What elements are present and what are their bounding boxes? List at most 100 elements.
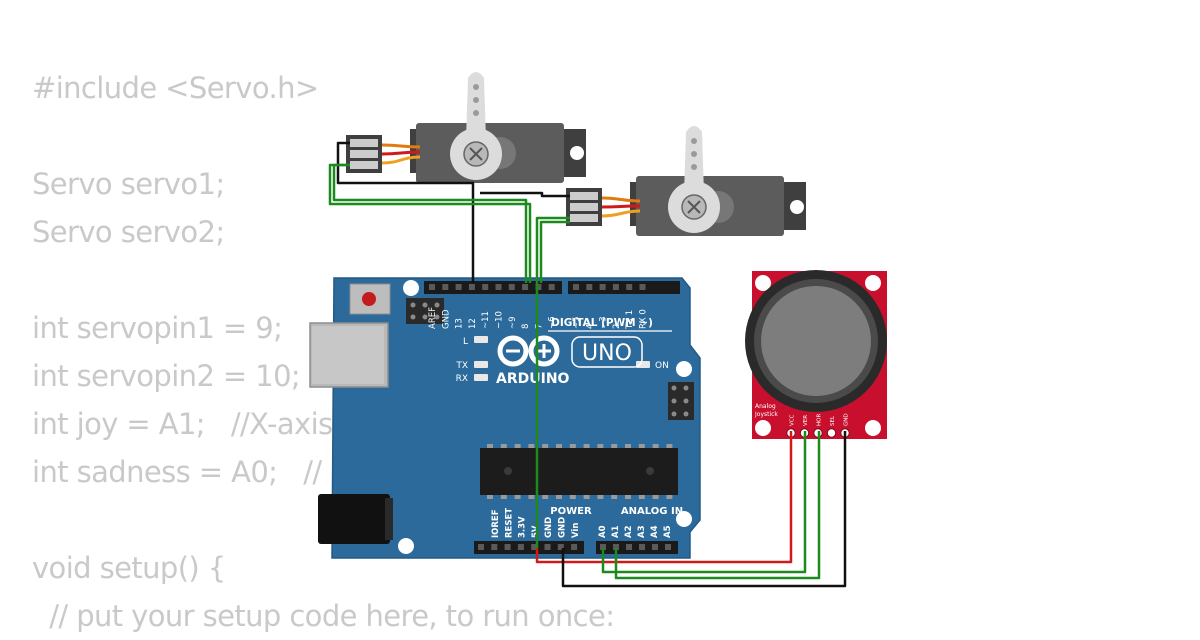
icsp-header-right bbox=[668, 382, 694, 420]
digital-pin-label: TX 1 bbox=[625, 310, 635, 330]
digital-pin-label: 12 bbox=[468, 318, 478, 329]
wire-signal-hor bbox=[614, 431, 821, 580]
header-socket bbox=[626, 284, 633, 290]
code-line: #include <Servo.h> bbox=[32, 71, 319, 105]
header-socket bbox=[613, 544, 619, 550]
led-rx bbox=[474, 374, 488, 381]
digital-pin-label: ~9 bbox=[508, 316, 518, 329]
power-pin-label: 3.3V bbox=[518, 516, 528, 538]
power-pin-label: RESET bbox=[504, 508, 514, 538]
wire-ground-joystick bbox=[561, 431, 847, 588]
power-header bbox=[474, 541, 584, 554]
digital-header bbox=[424, 281, 680, 294]
power-pin-label: GND bbox=[558, 517, 568, 538]
header-socket bbox=[600, 544, 606, 550]
header-socket bbox=[491, 544, 498, 550]
servo-2-connector bbox=[566, 188, 602, 226]
wire-power-joystick bbox=[535, 431, 793, 564]
wire-signal-servo2 bbox=[535, 216, 570, 283]
reset-button bbox=[349, 283, 391, 315]
servo-motor-2 bbox=[630, 126, 806, 236]
arduino-brand: ARDUINO bbox=[496, 371, 570, 387]
header-socket bbox=[544, 544, 551, 550]
header-socket bbox=[455, 284, 462, 290]
digital-header-label: DIGITAL (PWM ~) bbox=[551, 317, 653, 329]
joystick-pin-label: GND bbox=[844, 413, 850, 426]
header-socket bbox=[535, 284, 542, 290]
uno-label: UNO bbox=[582, 341, 632, 366]
power-pin-label: Vin bbox=[571, 523, 581, 538]
header-socket bbox=[482, 284, 489, 290]
joystick-pin-label: VER bbox=[803, 415, 809, 426]
wire-signal-ver bbox=[601, 431, 807, 574]
uno-badge: UNO bbox=[571, 336, 643, 368]
led-l-label: L bbox=[463, 337, 468, 347]
joystick-label-line1: Analog bbox=[755, 403, 776, 410]
wire-ground-servo2 bbox=[480, 191, 570, 198]
analog-pin-label: A1 bbox=[611, 525, 621, 538]
analog-pin-label: A0 bbox=[598, 525, 608, 538]
header-socket bbox=[639, 284, 646, 290]
header-socket bbox=[508, 284, 515, 290]
header-socket bbox=[478, 544, 484, 550]
header-socket bbox=[652, 544, 658, 550]
microcontroller-chip bbox=[480, 444, 678, 499]
header-socket bbox=[612, 284, 619, 290]
header-socket bbox=[522, 284, 529, 290]
led-l bbox=[474, 336, 488, 343]
led-on-label: ON bbox=[655, 361, 669, 371]
analog-pin-label: A4 bbox=[650, 525, 660, 538]
code-line: int sadness = A0; // bbox=[32, 455, 322, 489]
code-listing: #include <Servo.h> Servo servo1; Servo ser… bbox=[32, 64, 615, 640]
icsp-header bbox=[406, 298, 444, 324]
led-on bbox=[636, 361, 650, 368]
power-pin-label: IOREF bbox=[491, 509, 501, 538]
status-leds: L TX RX ON bbox=[455, 336, 669, 384]
header-socket bbox=[557, 544, 564, 550]
digital-pin-label: AREF bbox=[428, 307, 438, 329]
analog-header-label: ANALOG IN bbox=[621, 506, 683, 517]
joystick-label-line2: Joystick bbox=[754, 411, 778, 418]
digital-pin-label: ~5 bbox=[572, 316, 582, 329]
digital-pin-label: GND bbox=[441, 309, 451, 329]
wire-ground-servo1 bbox=[336, 141, 475, 283]
code-line: // put your setup code here, to run once… bbox=[32, 599, 615, 633]
joystick-pin-label: HOR bbox=[817, 414, 823, 426]
code-line: Servo servo1; bbox=[32, 167, 225, 201]
header-socket bbox=[548, 284, 555, 290]
power-jack bbox=[318, 494, 393, 544]
header-socket bbox=[442, 284, 449, 290]
power-header-label: POWER bbox=[550, 506, 592, 517]
mounting-hole bbox=[676, 511, 692, 527]
mounting-hole bbox=[403, 280, 419, 296]
header-socket bbox=[665, 544, 671, 550]
led-rx-label: RX bbox=[456, 374, 468, 384]
wires bbox=[328, 141, 847, 588]
header-socket bbox=[517, 544, 524, 550]
code-line: Servo servo2; bbox=[32, 215, 225, 249]
header-socket bbox=[429, 284, 435, 290]
mounting-hole bbox=[398, 538, 414, 554]
joystick-pin bbox=[826, 428, 837, 438]
digital-pin-label: ~11 bbox=[481, 311, 491, 329]
analog-pin-label: A2 bbox=[624, 525, 634, 538]
digital-pin-label: 4 bbox=[585, 324, 595, 329]
servo-motor-1 bbox=[410, 72, 586, 183]
code-line: void setup() { bbox=[32, 551, 226, 585]
header-socket bbox=[531, 544, 538, 550]
header-socket bbox=[599, 284, 606, 290]
digital-pin-label: RX 0 bbox=[639, 309, 649, 329]
mounting-hole bbox=[676, 361, 692, 377]
code-line: int servopin1 = 9; bbox=[32, 311, 283, 345]
digital-pin-label: 7 bbox=[534, 324, 544, 329]
analog-pin-label: A5 bbox=[663, 525, 673, 538]
led-tx-label: TX bbox=[455, 361, 468, 371]
arduino-logo-icon bbox=[497, 335, 560, 367]
digital-pin-label: 2 bbox=[612, 324, 622, 329]
header-socket bbox=[495, 284, 502, 290]
analog-pin-label: A3 bbox=[637, 525, 647, 538]
led-tx bbox=[474, 361, 488, 368]
